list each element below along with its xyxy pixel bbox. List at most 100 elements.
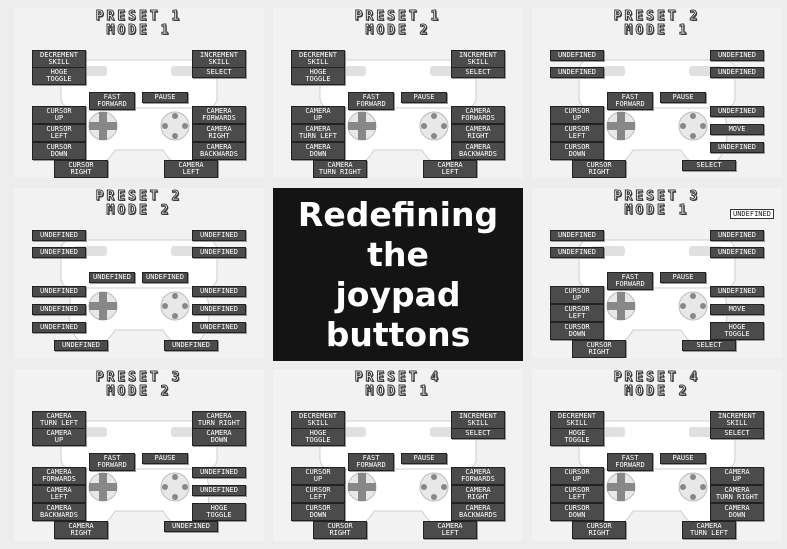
button-label-tl2: CAMERA UP <box>32 428 86 446</box>
button-label-mr: PAUSE <box>142 453 188 464</box>
button-label-r2: CAMERA TURN RIGHT <box>710 485 764 503</box>
button-label-ml: FAST FORWARD <box>348 453 394 471</box>
button-label-r1: CAMERA FORWARDS <box>192 106 246 124</box>
button-label-tl2: HOGE TOGGLE <box>291 428 345 446</box>
button-label-l1: CAMERA UP <box>291 106 345 124</box>
button-label-tl: UNDEFINED <box>550 50 604 61</box>
button-label-l2: CURSOR LEFT <box>291 485 345 503</box>
button-label-tl: DECREMENT SKILL <box>550 411 604 429</box>
mode-title: MODE 1 <box>273 385 523 398</box>
button-label-l4: UNDEFINED <box>54 340 108 351</box>
button-label-r3: HOGE TOGGLE <box>710 322 764 340</box>
button-label-ml: FAST FORWARD <box>607 453 653 471</box>
button-label-r3: UNDEFINED <box>710 142 764 153</box>
button-label-l3: CAMERA DOWN <box>291 142 345 160</box>
button-label-l1: UNDEFINED <box>32 286 86 297</box>
button-label-l3: CAMERA BACKWARDS <box>32 503 86 521</box>
button-label-r2: CAMERA RIGHT <box>451 124 505 142</box>
button-label-r2: MOVE <box>710 124 764 135</box>
preset-title: PRESET 2 <box>14 190 264 203</box>
button-label-tr2: SELECT <box>192 67 246 78</box>
center-title: Redefining the joypad buttons <box>298 195 498 355</box>
button-label-tr: UNDEFINED <box>710 50 764 61</box>
button-label-r4: SELECT <box>682 340 736 351</box>
button-label-r3: UNDEFINED <box>192 322 246 333</box>
preset-panel: PRESET 3MODE 2 CAMERA TURN LEFTCAMERA UP… <box>14 369 264 541</box>
button-label-r1: UNDEFINED <box>710 106 764 117</box>
button-label-r1: CAMERA UP <box>710 467 764 485</box>
button-label-r4: CAMERA LEFT <box>423 521 477 539</box>
button-label-l4: CURSOR RIGHT <box>572 521 626 539</box>
button-label-tr: INCREMENT SKILL <box>451 50 505 68</box>
button-label-r4: UNDEFINED <box>164 521 218 532</box>
button-label-r3: HOGE TOGGLE <box>192 503 246 521</box>
button-label-l3: CURSOR DOWN <box>550 142 604 160</box>
button-label-mr: PAUSE <box>142 92 188 103</box>
button-label-l4: CURSOR RIGHT <box>54 160 108 178</box>
button-label-l2: CURSOR LEFT <box>550 124 604 142</box>
preset-title: PRESET 3 <box>532 190 782 203</box>
button-label-l3: CURSOR DOWN <box>32 142 86 160</box>
undefined-tag: UNDEFINED <box>730 209 774 219</box>
preset-title: PRESET 4 <box>532 371 782 384</box>
button-label-r2: CAMERA RIGHT <box>192 124 246 142</box>
button-label-l3: CURSOR DOWN <box>291 503 345 521</box>
button-label-tl2: UNDEFINED <box>550 247 604 258</box>
button-label-tl2: UNDEFINED <box>550 67 604 78</box>
button-label-tl2: HOGE TOGGLE <box>32 67 86 85</box>
mode-title: MODE 2 <box>532 385 782 398</box>
button-label-r1: UNDEFINED <box>710 286 764 297</box>
button-label-l1: CURSOR UP <box>291 467 345 485</box>
button-label-r2: UNDEFINED <box>192 485 246 496</box>
button-label-tr2: SELECT <box>451 428 505 439</box>
button-label-l2: CURSOR LEFT <box>550 485 604 503</box>
button-label-r4: CAMERA LEFT <box>423 160 477 178</box>
button-label-r4: UNDEFINED <box>164 340 218 351</box>
mode-title: MODE 2 <box>14 204 264 217</box>
button-label-l1: CURSOR UP <box>550 106 604 124</box>
button-label-tr2: CAMERA DOWN <box>192 428 246 446</box>
button-label-l4: CAMERA RIGHT <box>54 521 108 539</box>
button-label-tr2: SELECT <box>710 428 764 439</box>
button-label-tl2: HOGE TOGGLE <box>291 67 345 85</box>
button-label-l1: CURSOR UP <box>550 467 604 485</box>
button-label-mr: PAUSE <box>660 453 706 464</box>
button-label-l4: CAMERA TURN RIGHT <box>313 160 367 178</box>
preset-title: PRESET 2 <box>532 10 782 23</box>
button-label-ml: FAST FORWARD <box>607 92 653 110</box>
button-label-tl: DECREMENT SKILL <box>32 50 86 68</box>
button-label-tr: INCREMENT SKILL <box>710 411 764 429</box>
button-label-tr: CAMERA TURN RIGHT <box>192 411 246 429</box>
button-label-r4: SELECT <box>682 160 736 171</box>
button-label-mr: UNDEFINED <box>142 272 188 283</box>
button-label-r1: UNDEFINED <box>192 467 246 478</box>
preset-title: PRESET 1 <box>14 10 264 23</box>
button-label-r2: MOVE <box>710 304 764 315</box>
button-label-r2: CAMERA RIGHT <box>451 485 505 503</box>
button-label-tr2: SELECT <box>451 67 505 78</box>
button-label-mr: PAUSE <box>660 92 706 103</box>
button-label-tr: INCREMENT SKILL <box>451 411 505 429</box>
button-label-ml: FAST FORWARD <box>348 92 394 110</box>
button-label-r3: CAMERA BACKWARDS <box>451 142 505 160</box>
button-label-r2: UNDEFINED <box>192 304 246 315</box>
preset-title: PRESET 1 <box>273 10 523 23</box>
button-label-l2: CURSOR LEFT <box>32 124 86 142</box>
button-label-l1: CAMERA FORWARDS <box>32 467 86 485</box>
button-label-l2: UNDEFINED <box>32 304 86 315</box>
button-label-tr: UNDEFINED <box>710 230 764 241</box>
button-label-l1: CURSOR UP <box>550 286 604 304</box>
button-label-tl: UNDEFINED <box>550 230 604 241</box>
button-label-r1: CAMERA FORWARDS <box>451 106 505 124</box>
button-label-mr: PAUSE <box>660 272 706 283</box>
button-label-l4: CURSOR RIGHT <box>572 340 626 358</box>
button-label-tl: CAMERA TURN LEFT <box>32 411 86 429</box>
button-label-tr: UNDEFINED <box>192 230 246 241</box>
button-label-r3: CAMERA DOWN <box>710 503 764 521</box>
button-label-tr2: UNDEFINED <box>710 247 764 258</box>
